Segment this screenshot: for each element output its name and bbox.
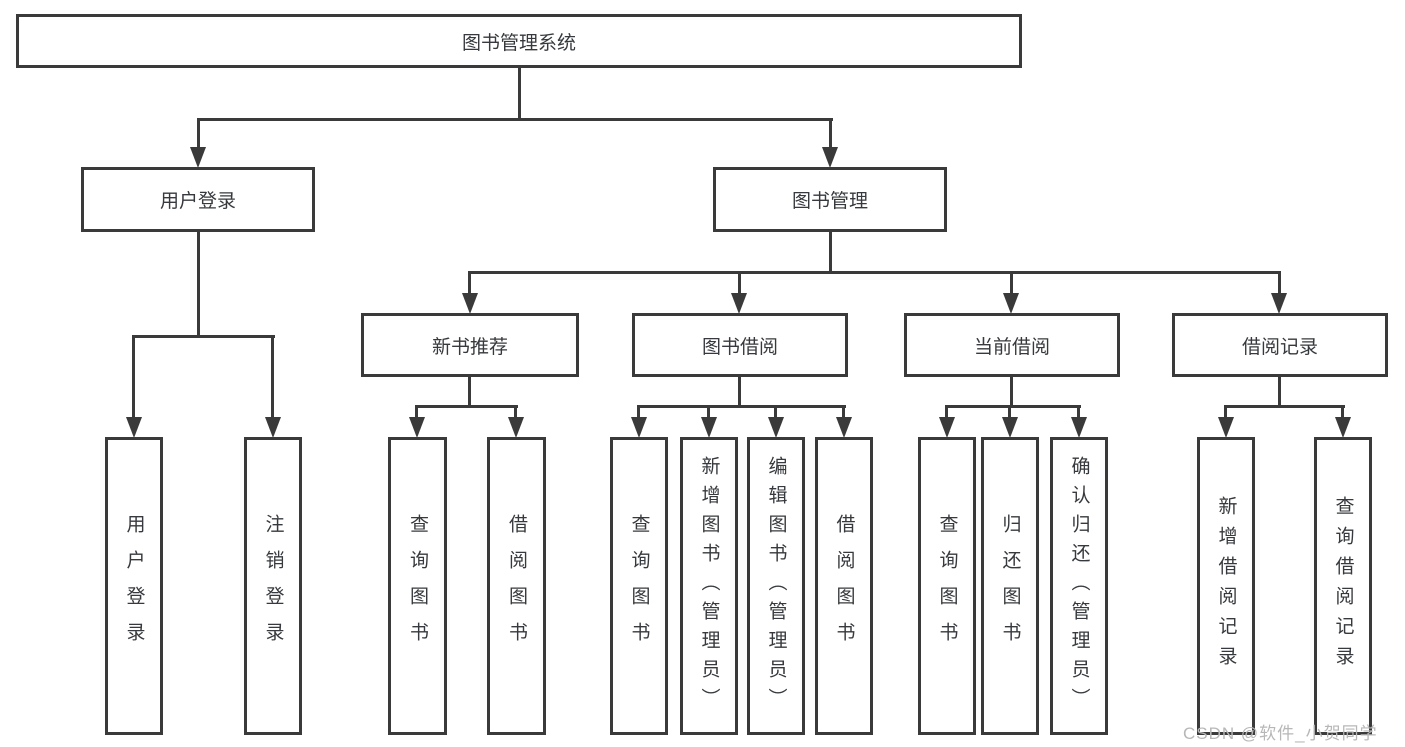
edge-to-leaf [415, 405, 418, 420]
leaf-label: 归还图书 [999, 514, 1021, 658]
edge-to-leaf [514, 405, 517, 420]
edge-to-leaf [1077, 405, 1080, 420]
edge-to-leaf-user-login [132, 335, 135, 419]
arrow-down-icon [1071, 417, 1087, 438]
node-label: 图书管理系统 [461, 32, 576, 54]
arrow-down-icon [631, 417, 647, 438]
edge-to-leaf [707, 405, 710, 420]
arrow-down-icon [768, 417, 784, 438]
edge-book-management-rail [468, 271, 1281, 274]
edge-book-management-stem [829, 230, 832, 274]
leaf-query-books-borrowing: 查询图书 [610, 437, 668, 735]
arrow-down-icon [731, 293, 747, 314]
leaf-logout: 注销登录 [244, 437, 302, 735]
edge-root-stem [518, 65, 521, 121]
edge-to-borrowing-records [1278, 271, 1281, 295]
leaf-user-login: 用户登录 [105, 437, 163, 735]
edge-current-borrowing-stem [1010, 374, 1013, 408]
edge-to-book-management [829, 118, 832, 150]
arrow-down-icon [265, 417, 281, 438]
arrow-down-icon [822, 147, 838, 168]
leaf-label: 注销登录 [262, 514, 284, 658]
edge-to-leaf [842, 405, 845, 420]
edge-user-login-rail [132, 335, 275, 338]
leaf-label: 借阅图书 [506, 514, 527, 658]
edge-to-leaf [945, 405, 948, 420]
node-current-borrowing: 当前借阅 [904, 313, 1120, 377]
leaf-borrow-books-recommend: 借阅图书 [487, 437, 546, 735]
edge-to-leaf [1224, 405, 1227, 420]
arrow-down-icon [462, 293, 478, 314]
node-new-book-recommend: 新书推荐 [361, 313, 579, 377]
edge-to-leaf-logout [271, 335, 274, 419]
node-label: 借阅记录 [1241, 336, 1318, 358]
edge-borrowing-records-rail [1224, 405, 1345, 408]
arrow-down-icon [1335, 417, 1351, 438]
leaf-query-borrow-record: 查询借阅记录 [1314, 437, 1372, 735]
leaf-borrow-books-borrowing: 借阅图书 [815, 437, 873, 735]
leaf-label: 查询图书 [628, 514, 650, 658]
node-book-management: 图书管理 [713, 167, 947, 232]
edge-to-leaf [1008, 405, 1011, 420]
leaf-label: 编辑图书（管理员） [765, 455, 787, 717]
arrow-down-icon [126, 417, 142, 438]
edge-to-user-login [197, 118, 200, 150]
edge-to-current-borrowing [1010, 271, 1013, 295]
edge-to-leaf [1341, 405, 1344, 420]
node-book-borrowing: 图书借阅 [632, 313, 848, 377]
arrow-down-icon [1218, 417, 1234, 438]
arrow-down-icon [190, 147, 206, 168]
edge-to-leaf [774, 405, 777, 420]
node-label: 图书借阅 [701, 336, 778, 358]
arrow-down-icon [409, 417, 425, 438]
edge-new-book-recommend-rail [415, 405, 518, 408]
leaf-return-books: 归还图书 [981, 437, 1039, 735]
leaf-label: 新增借阅记录 [1215, 496, 1237, 676]
arrow-down-icon [939, 417, 955, 438]
edge-to-new-book-recommend [468, 271, 471, 295]
edge-to-book-borrowing [738, 271, 741, 295]
leaf-label: 用户登录 [123, 514, 145, 658]
leaf-label: 借阅图书 [833, 514, 855, 658]
edge-book-borrowing-stem [738, 374, 741, 408]
leaf-label: 查询图书 [407, 514, 428, 658]
node-borrowing-records: 借阅记录 [1172, 313, 1388, 377]
edge-root-rail [197, 118, 833, 121]
leaf-label: 确认归还（管理员） [1068, 455, 1090, 717]
leaf-query-books-current: 查询图书 [918, 437, 976, 735]
csdn-watermark: CSDN @软件_小贺同学 [1183, 724, 1378, 743]
edge-current-borrowing-rail [945, 405, 1081, 408]
node-label: 新书推荐 [431, 336, 508, 358]
leaf-edit-books-admin: 编辑图书（管理员） [747, 437, 805, 735]
edge-to-leaf [637, 405, 640, 420]
leaf-add-borrow-record: 新增借阅记录 [1197, 437, 1255, 735]
edge-book-borrowing-rail [637, 405, 846, 408]
node-label: 当前借阅 [973, 336, 1050, 358]
node-label: 用户登录 [159, 191, 236, 212]
arrow-down-icon [1271, 293, 1287, 314]
arrow-down-icon [1002, 417, 1018, 438]
arrow-down-icon [1003, 293, 1019, 314]
arrow-down-icon [508, 417, 524, 438]
leaf-add-books-admin: 新增图书（管理员） [680, 437, 738, 735]
node-user-login: 用户登录 [81, 167, 315, 232]
leaf-confirm-return-admin: 确认归还（管理员） [1050, 437, 1108, 735]
node-label: 图书管理 [791, 191, 868, 212]
node-library-management-system: 图书管理系统 [16, 14, 1022, 68]
edge-user-login-stem [197, 230, 200, 338]
leaf-query-books-recommend: 查询图书 [388, 437, 447, 735]
arrow-down-icon [836, 417, 852, 438]
arrow-down-icon [701, 417, 717, 438]
leaf-label: 查询图书 [936, 514, 958, 658]
edge-borrowing-records-stem [1278, 374, 1281, 408]
leaf-label: 查询借阅记录 [1332, 496, 1354, 676]
leaf-label: 新增图书（管理员） [698, 455, 720, 717]
edge-new-book-recommend-stem [468, 374, 471, 408]
